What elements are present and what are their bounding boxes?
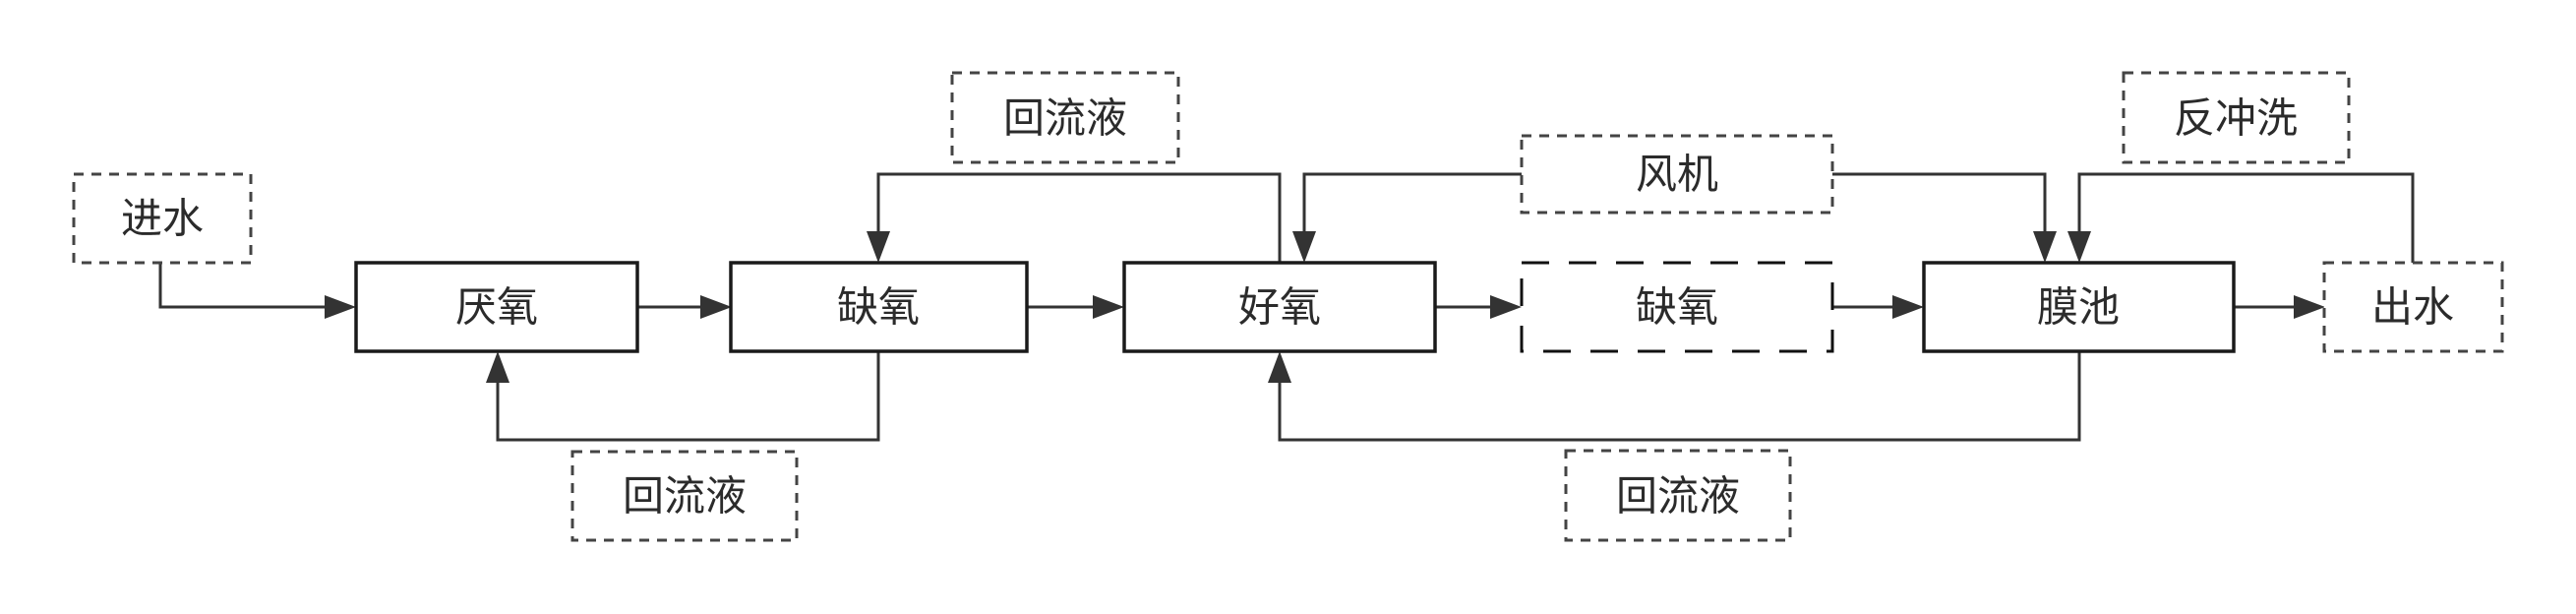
node-anoxic2-box[interactable] — [1520, 261, 1834, 353]
edge-membrane-return-to-aerobic — [1278, 351, 2081, 442]
edge-blower-to-membrane — [1832, 172, 2047, 239]
arrow-down-icon — [867, 231, 890, 263]
node-membrane-label: 膜池 — [2037, 283, 2120, 332]
labels: 进水 厌氧 缺氧 好氧 缺氧 膜池 出水 回流液 风机 反冲洗 回流液 回流液 — [121, 94, 2454, 521]
edge-inflow-to-anaerobic — [158, 263, 332, 309]
node-return-bottom-right-label: 回流液 — [1616, 472, 1740, 521]
arrow-right-icon — [1093, 295, 1124, 319]
arrow-up-icon — [1268, 351, 1291, 383]
node-anoxic1-box[interactable] — [729, 261, 1029, 353]
node-backwash-label: 反冲洗 — [2174, 94, 2298, 143]
arrow-down-icon — [2067, 231, 2091, 263]
node-aerobic-label: 好氧 — [1238, 283, 1321, 332]
connectors — [158, 172, 2415, 442]
node-return-bottom-left-box[interactable] — [570, 450, 799, 542]
arrow-up-icon — [486, 351, 509, 383]
node-outflow-box[interactable] — [2322, 261, 2504, 353]
edge-blower-to-aerobic — [1302, 172, 1522, 239]
edge-aerobic-return-to-anoxic1 — [876, 172, 1282, 263]
edge-anoxic1-return-to-anaerobic — [496, 351, 880, 442]
node-outflow-label: 出水 — [2371, 283, 2454, 332]
node-membrane-box[interactable] — [1922, 261, 2236, 353]
arrowheads — [325, 231, 2325, 383]
annotation-boxes — [72, 71, 2504, 542]
node-anoxic1-label: 缺氧 — [837, 283, 920, 332]
node-anaerobic-box[interactable] — [354, 261, 639, 353]
node-return-bottom-right-box[interactable] — [1564, 449, 1792, 542]
arrow-down-icon — [1292, 231, 1316, 263]
node-backwash-box[interactable] — [2122, 71, 2351, 164]
process-boxes — [354, 261, 2236, 353]
node-return-bottom-left-label: 回流液 — [623, 472, 747, 521]
arrow-right-icon — [700, 295, 732, 319]
node-blower-label: 风机 — [1636, 151, 1718, 199]
node-aerobic-box[interactable] — [1122, 261, 1437, 353]
node-return-top-box[interactable] — [950, 71, 1180, 164]
arrow-right-icon — [2294, 295, 2325, 319]
node-anaerobic-label: 厌氧 — [455, 283, 538, 332]
node-blower-box[interactable] — [1520, 134, 1834, 215]
node-anoxic2-label: 缺氧 — [1636, 283, 1718, 332]
node-inflow-box[interactable] — [72, 172, 253, 265]
edge-backwash-to-membrane — [2077, 172, 2415, 263]
arrow-down-icon — [2033, 231, 2057, 263]
node-inflow-label: 进水 — [121, 195, 204, 243]
arrow-right-icon — [1490, 295, 1522, 319]
arrow-right-icon — [325, 295, 356, 319]
node-return-top-label: 回流液 — [1003, 94, 1127, 143]
arrow-right-icon — [1892, 295, 1924, 319]
